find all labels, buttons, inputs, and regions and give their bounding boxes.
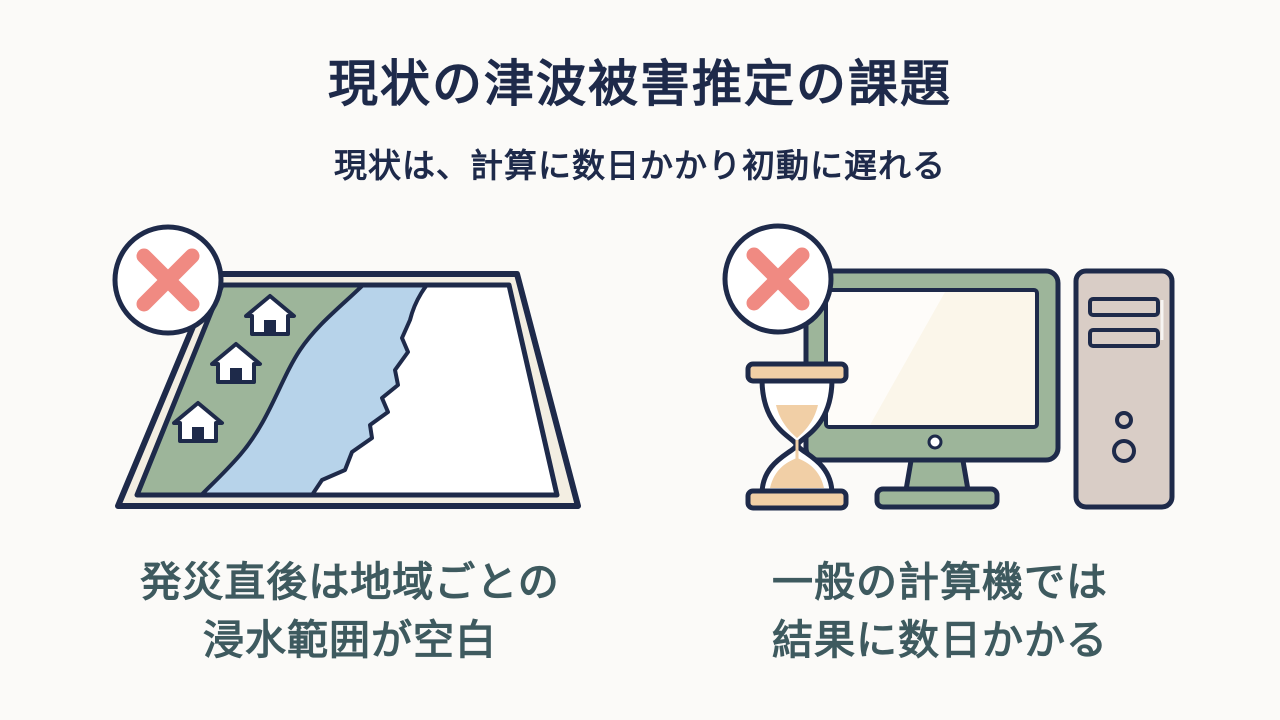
house-icon <box>244 294 296 336</box>
cross-icon <box>112 224 224 336</box>
house-icon <box>210 342 262 384</box>
map-icon <box>115 271 581 509</box>
cross-icon <box>722 223 834 335</box>
hourglass-icon <box>745 361 849 511</box>
monitor-icon <box>803 268 1061 510</box>
pc-tower-icon <box>1073 268 1175 510</box>
caption-line: 一般の計算機では <box>772 558 1108 606</box>
caption-left: 発災直後は地域ごとの 浸水範囲が空白 <box>60 553 640 669</box>
caption-right: 一般の計算機では 結果に数日かかる <box>660 553 1220 669</box>
page-title: 現状の津波被害推定の課題 <box>328 55 952 113</box>
caption-line: 結果に数日かかる <box>772 616 1108 664</box>
caption-line: 浸水範囲が空白 <box>203 616 497 664</box>
house-icon <box>172 401 224 443</box>
caption-line: 発災直後は地域ごとの <box>140 558 560 606</box>
page-subtitle: 現状は、計算に数日かかり初動に遅れる <box>334 146 946 185</box>
